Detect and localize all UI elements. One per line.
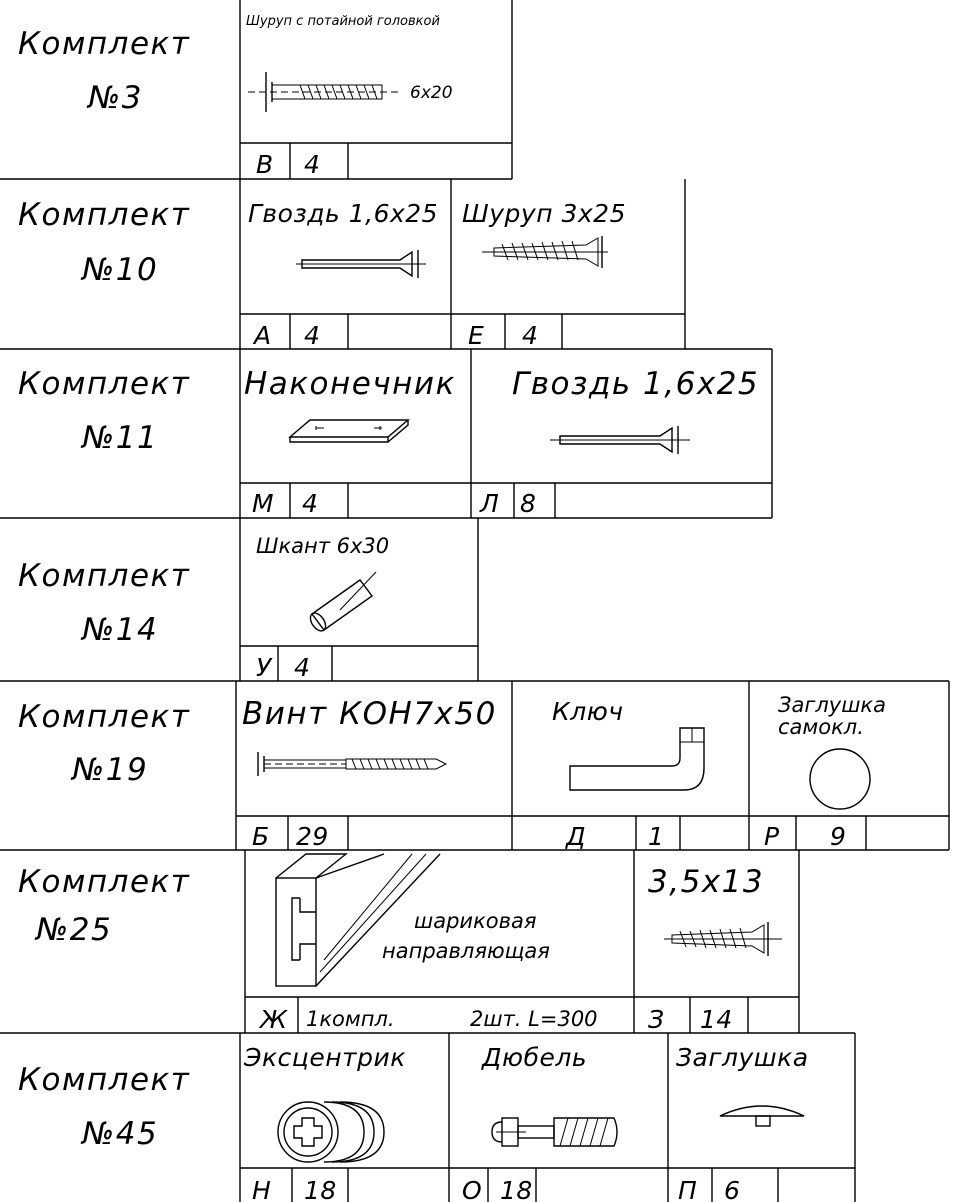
part-letter: В	[256, 150, 274, 179]
kit-25: Комплект №25 шариковая направляющая 3,5х…	[0, 850, 855, 1034]
wood-screw-icon	[664, 922, 782, 956]
adhesive-cap-icon	[809, 748, 871, 810]
part-size: 6х20	[410, 83, 453, 103]
part-qty: 4	[304, 321, 320, 350]
part-name: Гвоздь 1,6х25	[512, 366, 759, 402]
part-name: Гвоздь 1,6х25	[248, 199, 438, 228]
kit-number: №11	[80, 420, 158, 456]
cam-lock-icon	[277, 1101, 385, 1163]
dowel-pin-icon	[309, 571, 377, 632]
part-qty: 8	[520, 489, 536, 518]
cam-dowel-icon	[491, 1117, 618, 1147]
part-qty: 9	[830, 822, 846, 851]
kit-number: №19	[70, 752, 148, 788]
part-qty: 1	[648, 822, 664, 851]
part-name: Наконечник	[244, 366, 456, 402]
part-qty: 4	[522, 321, 538, 350]
kit-title: Комплект	[18, 366, 190, 402]
part-qty: 29	[296, 822, 329, 851]
part-name: Эксцентрик	[243, 1043, 406, 1072]
part-name: Дюбель	[481, 1043, 587, 1072]
part-qty: 4	[304, 150, 320, 179]
part-qty: 4	[294, 653, 310, 682]
kit-number: №14	[80, 612, 158, 648]
part-letter: П	[678, 1176, 697, 1202]
part-name: Винт КОН7х50	[242, 696, 497, 732]
ball-bearing-slide-icon	[275, 853, 441, 987]
kit-10: Комплект №10 Гвоздь 1,6х25 Шуруп 3х25 А …	[0, 179, 772, 350]
tip-plate-icon	[288, 419, 410, 443]
kit-11: Комплект №11 Наконечник Гвоздь 1,6х25 М …	[0, 349, 773, 519]
part-note: 2шт. L=300	[470, 1007, 598, 1031]
kit-14: Комплект №14 Шкант 6х30 У 4	[0, 518, 949, 682]
kit-number: №3	[86, 80, 143, 116]
nail-icon	[550, 426, 690, 454]
kit-title: Комплект	[18, 1062, 190, 1098]
part-letter: Ж	[258, 1005, 288, 1034]
part-qty: 1компл.	[306, 1007, 395, 1031]
kit-title: Комплект	[18, 699, 190, 735]
part-letter: О	[462, 1176, 482, 1202]
part-name: 3,5х13	[648, 864, 764, 900]
part-letter: Б	[252, 822, 270, 851]
part-letter: Р	[764, 822, 780, 851]
part-letter: З	[648, 1005, 665, 1034]
hex-key-icon	[569, 727, 705, 791]
cap-icon	[719, 1105, 805, 1127]
part-letter: Е	[468, 321, 484, 350]
kit-number: №10	[80, 252, 158, 288]
part-qty: 14	[700, 1005, 733, 1034]
part-qty: 18	[304, 1176, 337, 1202]
part-name: Заглушка	[676, 1043, 809, 1072]
part-letter: У	[256, 653, 273, 682]
part-letter: Л	[479, 489, 499, 518]
part-name-line2: направляющая	[382, 939, 550, 963]
nail-icon	[296, 250, 426, 278]
part-name: Шуруп с потайной головкой	[246, 14, 440, 29]
part-name: Заглушка	[778, 693, 886, 717]
part-letter: А	[252, 321, 272, 350]
kit-3: Комплект №3 Шуруп с потайной головкой 6х…	[0, 0, 513, 180]
kit-number: №45	[80, 1116, 158, 1152]
part-letter: Н	[252, 1176, 271, 1202]
part-name: Шкант 6х30	[256, 534, 389, 558]
kit-number: №25	[34, 912, 112, 948]
part-qty: 18	[500, 1176, 533, 1202]
part-name: шариковая	[414, 909, 536, 933]
kit-title: Комплект	[18, 26, 190, 62]
confirmat-screw-icon	[257, 752, 448, 776]
part-letter: М	[252, 489, 274, 518]
countersunk-screw-icon	[248, 72, 402, 112]
kit-title: Комплект	[18, 558, 190, 594]
part-name-line2: самокл.	[778, 715, 864, 739]
kit-title: Комплект	[18, 197, 190, 233]
kit-45: Комплект №45 Эксцентрик Дюбель Заглушка …	[18, 1033, 856, 1202]
part-letter: Д	[565, 822, 586, 851]
part-qty: 6	[724, 1176, 740, 1202]
wood-screw-icon	[482, 236, 608, 268]
part-qty: 4	[302, 489, 318, 518]
part-name: Ключ	[552, 697, 624, 726]
part-name: Шуруп 3х25	[462, 199, 626, 228]
kit-title: Комплект	[18, 864, 190, 900]
kit-19: Комплект №19 Винт КОН7х50 Ключ Заглушка …	[0, 681, 950, 851]
